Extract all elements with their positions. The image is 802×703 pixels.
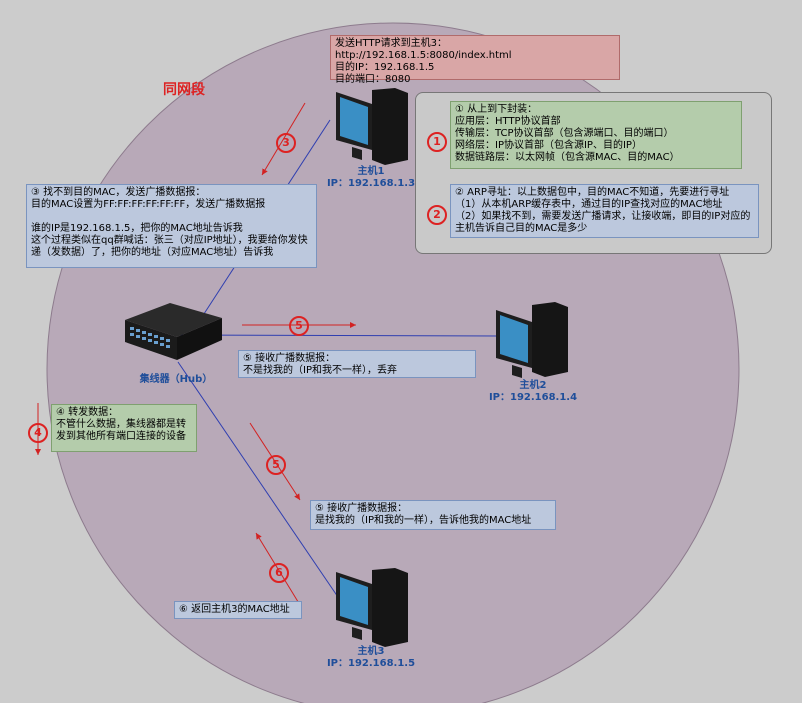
computer-icon-host1	[336, 88, 408, 165]
computer-icon-host2	[496, 302, 568, 378]
forward-note: ④ 转发数据： 不管什么数据，集线器都是转发到其他所有端口连接的设备	[51, 404, 197, 452]
step-badge-5-down: 5	[266, 455, 286, 475]
host3-label: 主机3 IP：192.168.1.5	[326, 646, 416, 670]
step-badge-2: 2	[427, 205, 447, 225]
host2-ip: IP：192.168.1.4	[488, 392, 578, 403]
host1-label: 主机1 IP：192.168.1.3	[326, 166, 416, 190]
link-hub-host3	[177, 361, 341, 601]
host3-ip: IP：192.168.1.5	[326, 658, 416, 669]
reply-note: ⑥ 返回主机3的MAC地址	[174, 601, 302, 619]
host2-label: 主机2 IP：192.168.1.4	[488, 380, 578, 404]
host2-name: 主机2	[519, 380, 547, 391]
request-note: 发送HTTP请求到主机3：http://192.168.1.5:8080/ind…	[330, 35, 620, 85]
step-badge-1: 1	[427, 132, 447, 152]
broadcast-note: ③ 找不到目的MAC，发送广播数据报： 目的MAC设置为FF:FF:FF:FF:…	[26, 184, 317, 268]
encapsulation-note: ① 从上到下封装： 应用层：HTTP协议首部 传输层：TCP协议首部（包含源端口…	[450, 101, 742, 169]
host1-ip: IP：192.168.1.3	[326, 178, 416, 189]
host2-receive-note: ⑤ 接收广播数据报： 不是找我的（IP和我不一样），丢弃	[238, 350, 476, 378]
hub-label: 集线器（Hub）	[139, 374, 213, 385]
host3-name: 主机3	[357, 646, 385, 657]
page-title: 同网段	[163, 82, 205, 98]
step-badge-6: 6	[269, 563, 289, 583]
host3-receive-note: ⑤ 接收广播数据报： 是找我的（IP和我的一样），告诉他我的MAC地址	[310, 500, 556, 530]
computer-icon-host3	[336, 568, 408, 647]
step-badge-5-right: 5	[289, 316, 309, 336]
host1-name: 主机1	[357, 166, 385, 177]
step-badge-3: 3	[276, 133, 296, 153]
arp-note: ② ARP寻址：以上数据包中，目的MAC不知道，先要进行寻址 （1）从本机ARP…	[450, 184, 759, 238]
hub-icon	[125, 303, 222, 360]
step-badge-4: 4	[28, 423, 48, 443]
link-hub-host2	[179, 334, 501, 337]
